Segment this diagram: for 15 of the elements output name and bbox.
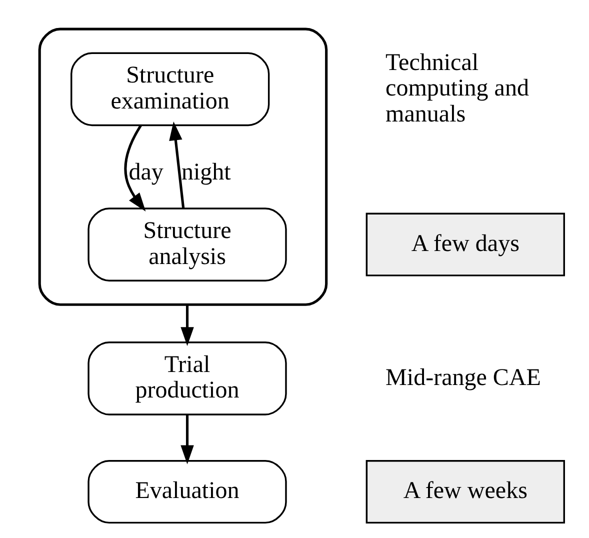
cluster	[38, 28, 328, 306]
node-box: Evaluation	[87, 460, 286, 524]
label: Technical computing and manuals	[385, 50, 528, 128]
node-box: Structure examination	[70, 52, 270, 126]
arrow	[124, 124, 146, 212]
arrow	[168, 121, 184, 209]
arrow	[180, 304, 194, 346]
label: Mid-range CAE	[385, 364, 540, 391]
node-box: A few days	[365, 212, 564, 276]
node-box: A few weeks	[365, 460, 564, 524]
node-box: Trial production	[87, 342, 286, 416]
edge-label: day	[128, 160, 163, 186]
edge-label: night	[180, 160, 230, 186]
arrow	[180, 414, 194, 464]
node-box: Structure analysis	[87, 208, 286, 282]
